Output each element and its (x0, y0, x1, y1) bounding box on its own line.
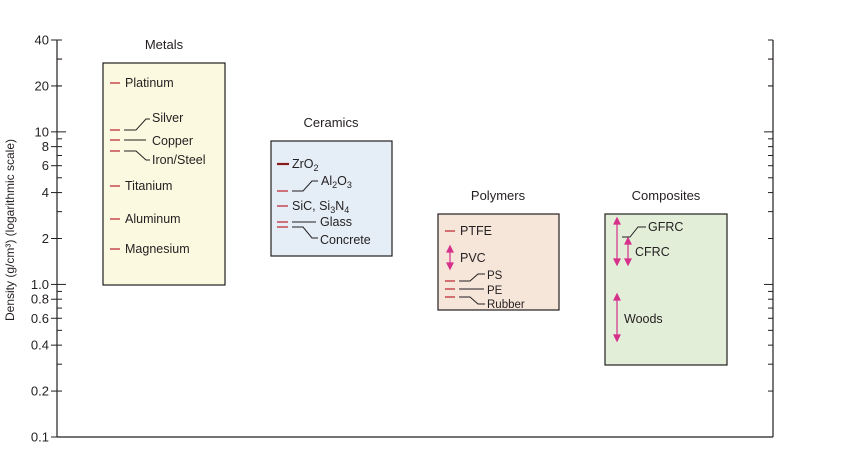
y-axis-ticks (51, 39, 773, 438)
ceramics-leaders (292, 180, 318, 239)
y-axis-tick-labels: 40 20 108 6 4 2 1.00.8 0.6 0.4 0.2 0.1 (31, 33, 49, 445)
copper-label: Copper (152, 134, 193, 148)
iron-steel-label: Iron/Steel (152, 153, 206, 167)
ceramics-title: Ceramics (304, 115, 359, 130)
ps-leader (459, 273, 485, 282)
y-tick-label: 0.6 (31, 311, 49, 326)
polymers-title: Polymers (471, 188, 526, 203)
composites-range-box (604, 213, 728, 366)
metals-markers (110, 82, 120, 250)
cfrc-label: CFRC (635, 245, 670, 259)
group-metals: Metals Platinum Silver Copper Iron/Steel… (102, 37, 226, 286)
polymers-markers (445, 230, 455, 298)
cfrc-range-arrow (624, 236, 632, 267)
ceramics-markers (277, 190, 288, 228)
polymers-range-box (437, 213, 560, 311)
woods-range-arrow (613, 292, 621, 343)
ptfe-label: PTFE (460, 224, 492, 238)
ceramics-range-box (270, 140, 393, 257)
y-tick-label: 40 (35, 33, 49, 48)
titanium-label: Titanium (125, 179, 172, 193)
ps-label: PS (487, 270, 503, 282)
pvc-range-arrow (446, 244, 454, 271)
y-tick-label: 10 (35, 124, 49, 139)
concrete-label: Concrete (320, 233, 371, 247)
group-polymers: Polymers PTFE PVC PS PE Rubber (437, 188, 560, 311)
zro2-label: ZrO2 (292, 157, 319, 173)
y-tick-label: 8 (42, 139, 49, 154)
y-tick-label: 0.1 (31, 430, 49, 445)
y-tick-label: 1.0 (31, 277, 49, 292)
gfrc-label: GFRC (648, 220, 683, 234)
y-tick-label: 2 (42, 231, 49, 246)
concrete-leader (292, 226, 318, 239)
sic-si3n4-label: SiC, Si3N4 (292, 199, 349, 215)
y-tick-label: 0.4 (31, 338, 49, 353)
metals-range-box (102, 62, 226, 286)
y-tick-label: 0.2 (31, 384, 49, 399)
magnesium-label: Magnesium (125, 242, 190, 256)
glass-label: Glass (320, 215, 352, 229)
metals-leaders (124, 118, 150, 161)
aluminum-label: Aluminum (125, 212, 181, 226)
y-axis-label: Density (g/cm³) (logarithmic scale) (3, 139, 17, 321)
silver-leader (124, 118, 150, 131)
composites-title: Composites (632, 188, 701, 203)
group-composites: Composites GFRC CFRC Woods (604, 188, 728, 366)
rubber-leader (459, 296, 485, 305)
al2o3-label: Al2O3 (321, 174, 352, 190)
polymers-leaders (459, 273, 485, 305)
gfrc-range-arrow (613, 216, 621, 267)
y-tick-label: 6 (42, 158, 49, 173)
gfrc-leader (622, 226, 646, 238)
rubber-label: Rubber (487, 299, 525, 311)
metals-title: Metals (145, 37, 184, 52)
iron-steel-leader (124, 150, 150, 161)
y-tick-label: 0.8 (31, 292, 49, 307)
y-tick-label: 4 (42, 185, 49, 200)
pvc-label: PVC (460, 251, 486, 265)
pe-label: PE (487, 285, 503, 297)
platinum-label: Platinum (125, 76, 174, 90)
woods-label: Woods (624, 312, 663, 326)
group-ceramics: Ceramics ZrO2 Al2O3 SiC, Si3N4 Glass Con… (270, 115, 393, 257)
silver-label: Silver (152, 111, 183, 125)
y-tick-label: 20 (35, 78, 49, 93)
al2o3-leader (292, 180, 318, 192)
